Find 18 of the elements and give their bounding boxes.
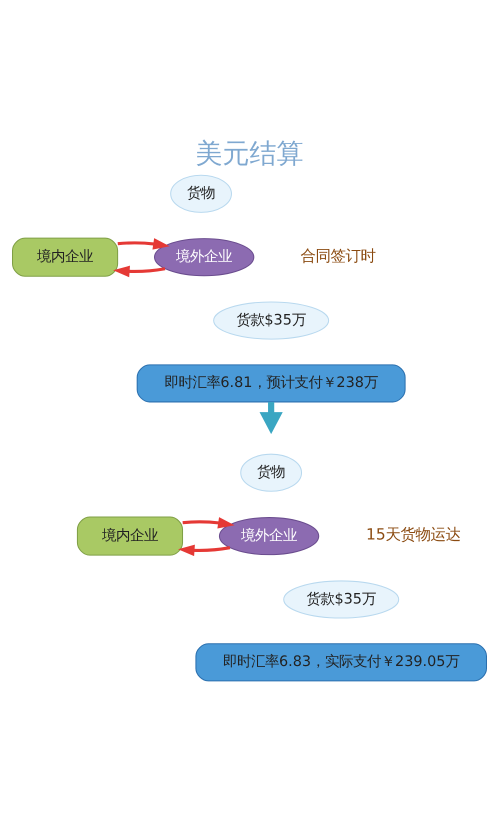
arrow xyxy=(113,266,166,278)
node-box: 境内企业 xyxy=(76,516,184,556)
arrow xyxy=(178,544,230,556)
arrow xyxy=(260,402,283,434)
node-box: 即时汇率6.81，预计支付￥238万 xyxy=(136,364,406,402)
label: 合同签订时 xyxy=(300,246,376,265)
arrow xyxy=(182,517,235,529)
node-ellipse: 货物 xyxy=(170,174,232,213)
node-ellipse: 境外企业 xyxy=(218,517,320,556)
node-ellipse: 货款$35万 xyxy=(283,580,400,619)
node-ellipse: 货款$35万 xyxy=(213,301,330,340)
node-ellipse: 境外企业 xyxy=(154,238,254,276)
node-box: 即时汇率6.83，实际支付￥239.05万 xyxy=(195,643,487,682)
label: 15天货物运达 xyxy=(366,526,461,544)
arrow xyxy=(118,238,170,250)
node-ellipse: 货物 xyxy=(240,454,302,492)
diagram-title: 美元结算 xyxy=(196,138,304,170)
node-box: 境内企业 xyxy=(12,238,118,277)
